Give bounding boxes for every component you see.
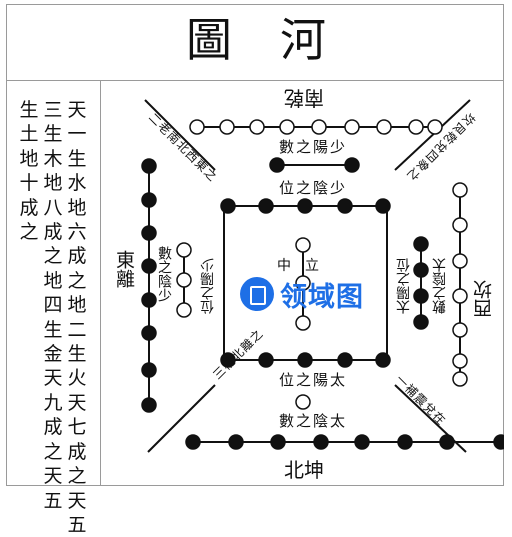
hetu-diagram: 南乾 北坤 數之陽少 位之陰少 位之陽太 數之陰太 東離 西坎 位之陽少 數之陰… xyxy=(113,86,504,482)
north-black-dot xyxy=(185,434,201,450)
right-black-dot xyxy=(413,236,429,252)
north-black-dot xyxy=(397,434,413,450)
right-black-dot xyxy=(413,262,429,278)
figure-frame xyxy=(6,4,504,486)
shao-yang-number-label: 數之陽少 xyxy=(279,138,347,156)
diagonal-se-label: 一補震兌在 xyxy=(393,372,449,428)
text-column-2: 三生木地八成之地四生金天九成之天五 xyxy=(43,99,63,512)
diag-nw-line xyxy=(144,99,216,171)
east-black-dot xyxy=(141,158,157,174)
east-black-dot xyxy=(141,292,157,308)
right-black-dot xyxy=(413,314,429,330)
center-white-dot xyxy=(295,315,311,331)
dots xyxy=(141,119,504,450)
east-black-dot xyxy=(141,192,157,208)
left-white-dot xyxy=(176,242,192,258)
center-white-dot xyxy=(295,275,311,291)
east-black-dot xyxy=(141,325,157,341)
diag-sw-line xyxy=(147,384,216,453)
west-white-dot xyxy=(452,322,468,338)
north-black-dot xyxy=(228,434,244,450)
right-tai-yin-label: 數之陰太 xyxy=(432,258,448,314)
right-black-dot xyxy=(413,288,429,304)
left-position-label: 位之陽少 xyxy=(200,258,216,314)
inner-top-black-dot xyxy=(258,198,274,214)
tai-yang-position-label: 位之陽太 xyxy=(279,371,347,389)
left-number-label: 數之陰少 xyxy=(156,246,172,302)
watermark: 领域图 xyxy=(240,276,364,313)
text-column-1: 天一生水地六成之地二生火天七成之天五 xyxy=(67,99,87,536)
south-white-dot xyxy=(344,119,360,135)
south-direction-label: 南乾 xyxy=(284,86,324,110)
west-white-dot xyxy=(452,288,468,304)
inner-top-black-dot xyxy=(220,198,236,214)
south-white-dot xyxy=(408,119,424,135)
south-white-dot xyxy=(189,119,205,135)
west-white-dot xyxy=(452,253,468,269)
center-bottom-white-dot xyxy=(295,394,311,410)
north-black-dot xyxy=(493,434,504,450)
right-tai-yang-label: 太陽之位 xyxy=(396,258,412,314)
inner-bottom-black-dot xyxy=(258,352,274,368)
inner-bottom-black-dot xyxy=(297,352,313,368)
south-white-dot xyxy=(249,119,265,135)
inner-top-black-dot xyxy=(375,198,391,214)
east-black-dot xyxy=(141,258,157,274)
north-black-dot xyxy=(313,434,329,450)
figure-title: 圖河 xyxy=(186,13,374,67)
inner-bottom-black-dot xyxy=(375,352,391,368)
west-direction-label: 西坎 xyxy=(473,280,495,318)
shao-yang-black-dot xyxy=(344,157,360,173)
text-column-3: 生土地十成之 xyxy=(19,99,39,244)
watermark-text: 领域图 xyxy=(280,281,364,313)
tai-yin-number-label: 數之陰太 xyxy=(279,412,347,430)
title-divider xyxy=(6,80,504,81)
east-direction-label: 東離 xyxy=(113,250,135,288)
left-white-dot xyxy=(176,272,192,288)
south-white-dot xyxy=(219,119,235,135)
watermark-logo-icon xyxy=(240,277,274,311)
shao-yin-position-label: 位之陰少 xyxy=(279,179,347,197)
inner-bottom-black-dot xyxy=(337,352,353,368)
west-white-dot xyxy=(452,371,468,387)
south-white-dot xyxy=(427,119,443,135)
west-white-dot xyxy=(452,353,468,369)
center-white-dot xyxy=(295,237,311,253)
north-black-dot xyxy=(354,434,370,450)
text-divider xyxy=(100,80,101,486)
diagonal-nw-label: 二老南北西東之 xyxy=(146,110,221,185)
south-white-dot xyxy=(311,119,327,135)
diagonal-sw-label: 三補北離之 xyxy=(210,326,266,382)
north-black-dot xyxy=(439,434,455,450)
inner-top-black-dot xyxy=(297,198,313,214)
center-label: 中立 xyxy=(277,258,333,274)
east-black-dot xyxy=(141,362,157,378)
inner-top-black-dot xyxy=(337,198,353,214)
south-white-dot xyxy=(279,119,295,135)
south-white-dot xyxy=(376,119,392,135)
north-direction-label: 北坤 xyxy=(284,458,324,482)
east-black-dot xyxy=(141,225,157,241)
inner-bottom-black-dot xyxy=(220,352,236,368)
north-black-dot xyxy=(270,434,286,450)
east-black-dot xyxy=(141,397,157,413)
west-white-dot xyxy=(452,217,468,233)
diag-ne-line xyxy=(394,99,471,171)
west-white-dot xyxy=(452,182,468,198)
left-white-dot xyxy=(176,302,192,318)
shao-yang-black-dot xyxy=(269,157,285,173)
